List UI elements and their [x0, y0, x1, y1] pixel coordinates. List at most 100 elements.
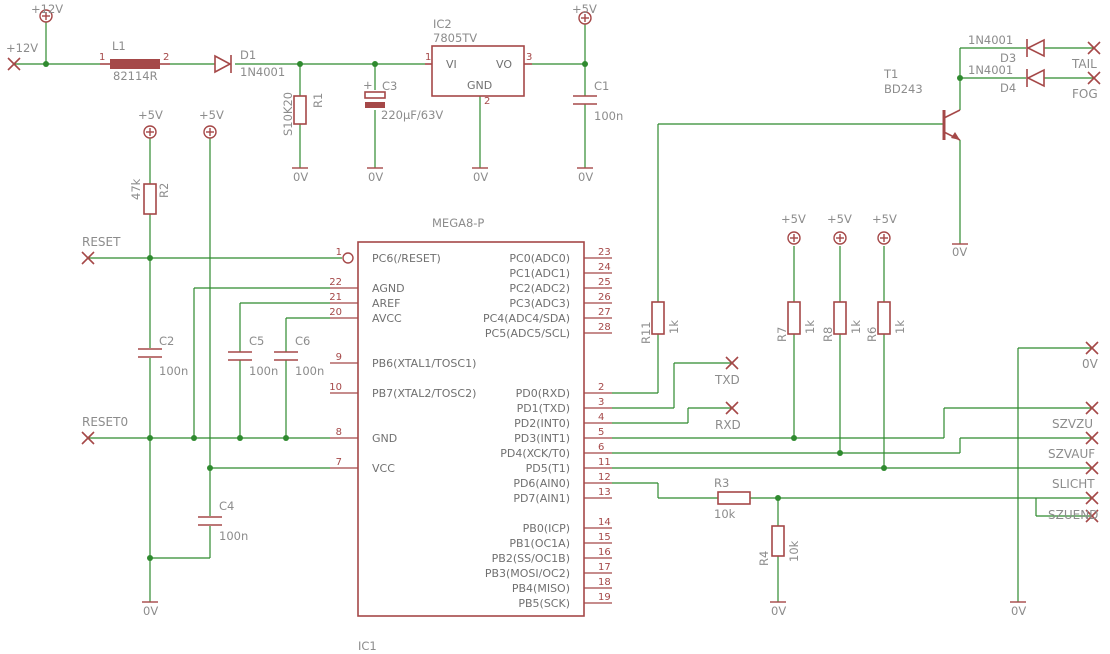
ic1-pin-number: 28 — [598, 322, 611, 333]
d4-ref: D4 — [1000, 81, 1016, 95]
ic1-pin-number: 14 — [598, 517, 611, 528]
ic1-value: MEGA8-P — [432, 216, 484, 230]
net-label-0v: 0V — [1082, 357, 1099, 371]
net-label-szvauf: SZVAUF — [1048, 447, 1095, 461]
c3-ref: C3 — [382, 79, 397, 93]
ic1-pin-name: AREF — [372, 297, 400, 310]
net-label-szuend: SZUEND — [1048, 508, 1098, 522]
r7-ref: R7 — [775, 327, 789, 342]
l1-pin1: 1 — [99, 52, 105, 63]
r6-ref: R6 — [865, 327, 879, 342]
c2-ref: C2 — [159, 334, 174, 348]
r1-value: S10K20 — [281, 92, 295, 136]
l1-ref: L1 — [112, 39, 126, 53]
ic1-pin-name: PC1(ADC1) — [509, 267, 570, 280]
r4-value: 10k — [787, 540, 801, 562]
ic1-pin-number: 12 — [598, 472, 611, 483]
ic1-pin-name: AVCC — [372, 312, 402, 325]
ic1-pin-labels: PC6(/RESET)1AGND22AREF21AVCC20PB6(XTAL1/… — [329, 247, 610, 610]
gnd-label: 0V — [578, 170, 593, 184]
net-label-fog: FOG — [1072, 87, 1098, 101]
c6-ref: C6 — [295, 334, 310, 348]
c6-value: 100n — [295, 364, 324, 378]
supply-label: +5V — [572, 2, 597, 16]
ic1-pin-number: 22 — [329, 277, 342, 288]
r8-value: 1k — [849, 320, 863, 334]
ic1-pin-name: PB7(XTAL2/TOSC2) — [372, 387, 476, 400]
c4-capacitor — [198, 516, 222, 526]
t1-ref: T1 — [883, 67, 898, 81]
ic1-pin-name: AGND — [372, 282, 405, 295]
ic2-vo: VO — [496, 58, 512, 71]
ic1-pin-number: 16 — [598, 547, 611, 558]
connector-marks — [7, 41, 1101, 523]
ic1-pin-number: 26 — [598, 292, 611, 303]
l1-pin2: 2 — [163, 52, 169, 63]
ic1-body — [330, 241, 612, 617]
ic1-pin-name: PB6(XTAL1/TOSC1) — [372, 357, 476, 370]
labels: +12V +12V +5V +5V +5V +5V +5V +5V 0V 0V … — [6, 2, 1099, 653]
c5-value: 100n — [249, 364, 278, 378]
d4-value: 1N4001 — [968, 63, 1013, 77]
c2-capacitor — [138, 348, 162, 358]
ic1-pin-number: 13 — [598, 487, 611, 498]
ic1-pin-name: PB4(MISO) — [512, 582, 570, 595]
net-label-reset: RESET — [82, 235, 121, 249]
ic1-pin-number: 24 — [598, 262, 611, 273]
c2-value: 100n — [159, 364, 188, 378]
ic1-pin-name: GND — [372, 432, 397, 445]
c3-capacitor — [364, 91, 386, 108]
t1-transistor — [942, 109, 961, 141]
supply-label: +5V — [872, 212, 897, 226]
ic1-pin-number: 21 — [329, 292, 342, 303]
r11-value: 1k — [667, 320, 681, 334]
r3-value: 10k — [714, 507, 736, 521]
c4-ref: C4 — [219, 499, 234, 513]
net-label-rxd: RXD — [715, 418, 741, 432]
ic1-pin-name: VCC — [372, 462, 395, 475]
ic1-pin-name: PD5(T1) — [526, 462, 570, 475]
supply-label: +5V — [138, 108, 163, 122]
supply-symbols — [39, 9, 1026, 603]
r6-value: 1k — [893, 320, 907, 334]
r7-value: 1k — [803, 320, 817, 334]
ic1-pin-name: PD6(AIN0) — [513, 477, 570, 490]
ic1-pin-number: 19 — [598, 592, 611, 603]
r4-resistor — [771, 525, 785, 557]
r1-varistor — [293, 95, 307, 125]
ic2-pin3: 3 — [526, 52, 532, 63]
r2-value: 47k — [129, 178, 143, 200]
supply-label: +12V — [31, 2, 63, 16]
net-label-txd: TXD — [714, 373, 740, 387]
supply-label: +5V — [827, 212, 852, 226]
ic1-pin-number: 11 — [598, 457, 611, 468]
ic1-pin-number: 6 — [598, 442, 604, 453]
ic1-pin-name: PD4(XCK/T0) — [500, 447, 570, 460]
ic1-pin-name: PC4(ADC4/SDA) — [483, 312, 570, 325]
r1-ref: R1 — [311, 93, 325, 108]
supply-label: +5V — [781, 212, 806, 226]
ic1-pin-number: 7 — [336, 457, 342, 468]
r6-resistor — [877, 301, 891, 335]
net-label-tail: TAIL — [1071, 57, 1097, 71]
d4-diode — [1026, 68, 1045, 88]
r11-resistor — [651, 301, 665, 335]
ic2-pin2: 2 — [484, 96, 490, 107]
c5-ref: C5 — [249, 334, 264, 348]
ic1-pin-number: 27 — [598, 307, 611, 318]
gnd-label: 0V — [368, 170, 383, 184]
l1-value: 82114R — [113, 69, 158, 83]
ic1-pin-name: PB0(ICP) — [523, 522, 570, 535]
ic1-pin-number: 8 — [336, 427, 342, 438]
d3-ref: D3 — [1000, 51, 1016, 65]
ic1-pin-number: 10 — [329, 382, 342, 393]
ic1-pin-name: PC0(ADC0) — [509, 252, 570, 265]
net-label-reset0: RESET0 — [82, 415, 128, 429]
gnd-label: 0V — [143, 604, 158, 618]
ic2-vi: VI — [446, 58, 457, 71]
r8-resistor — [833, 301, 847, 335]
c3-plus: + — [363, 78, 373, 92]
ic1-pin-number: 4 — [598, 412, 604, 423]
ic2-pin1: 1 — [425, 52, 431, 63]
